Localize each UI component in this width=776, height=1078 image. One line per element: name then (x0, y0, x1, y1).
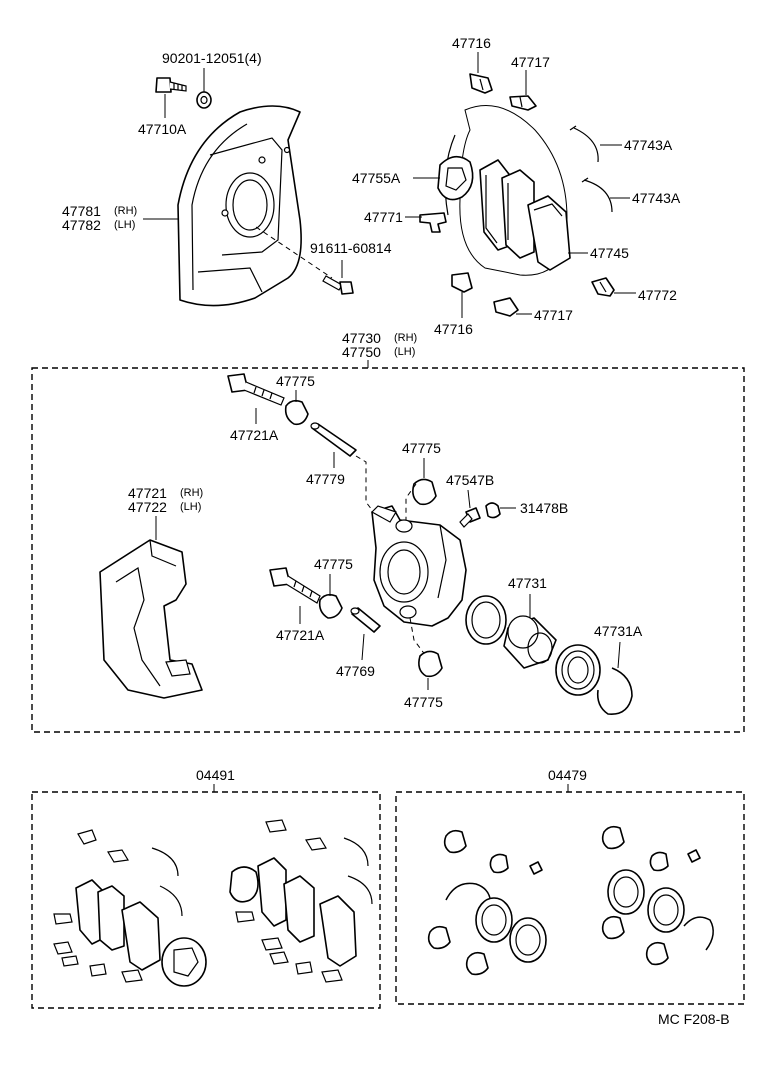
anti-squeal-spring-2-icon (583, 179, 613, 213)
piston-seal-icon (465, 595, 507, 645)
label-caliper-lh-tag: (LH) (394, 346, 415, 358)
label-piston-seal: 47731 (508, 575, 547, 591)
label-pad-kit: 04491 (196, 767, 235, 783)
label-boot-3: 47775 (314, 556, 353, 572)
label-pad: 47745 (590, 245, 629, 261)
brake-pad-outer (501, 169, 535, 259)
label-boot-4: 47775 (404, 694, 443, 710)
bleeder-cap-icon (485, 502, 501, 519)
pad-assembly: 47716 47717 47743A 47743A 47755A 47771 4… (352, 35, 681, 337)
label-mounting-rh-tag: (RH) (180, 487, 203, 499)
label-clip-bottom2: 47717 (534, 307, 573, 323)
label-mounting-lh-tag: (LH) (180, 501, 201, 513)
label-slide-pin-1: 47779 (306, 471, 345, 487)
caliper-mounting-bracket (99, 539, 203, 699)
pin-boot-3-icon (318, 593, 343, 619)
pin-boot-4-icon (418, 650, 443, 678)
pin-bolt-2-icon (269, 567, 321, 604)
slide-pin-icon (310, 422, 357, 457)
spring-plate-icon (591, 277, 615, 297)
bleeder-plug-icon (459, 507, 481, 528)
label-ring: 47731A (594, 623, 643, 639)
cylinder-kit-parts (427, 825, 714, 976)
label-mounting-lh: 47722 (128, 499, 167, 515)
label-pin-bolt-1: 47721A (230, 427, 279, 443)
label-clip-top2: 47717 (511, 54, 550, 70)
label-pin-bolt-2: 47721A (276, 627, 325, 643)
label-anti-squeal-1: 47743A (624, 137, 673, 153)
anti-squeal-shim-icon (527, 195, 571, 271)
pad-kit-frame (31, 791, 381, 1009)
clip-bottom2-icon (493, 297, 519, 317)
cover-bolt-icon (322, 275, 354, 295)
label-dust-cover-lh: 47782 (62, 217, 101, 233)
retaining-ring-icon (596, 667, 633, 715)
pin-boot-2-icon (412, 478, 437, 506)
label-indicator: 47771 (364, 209, 403, 225)
label-clip-bottom: 47716 (434, 321, 473, 337)
dust-cover-hub-hole (225, 172, 275, 238)
label-slide-pin-2: 47769 (336, 663, 375, 679)
wear-indicator-icon (419, 212, 447, 233)
piston-boot-icon (555, 644, 601, 696)
label-caliper-rh: 47730 (342, 330, 381, 346)
slide-pin-2-icon (350, 607, 381, 633)
label-bleeder: 47547B (446, 472, 494, 488)
piston-icon (503, 615, 557, 669)
label-rh-tag: (RH) (114, 205, 137, 217)
label-cylinder-kit: 04479 (548, 767, 587, 783)
label-bolt-partno: 90201-12051(4) (162, 50, 262, 66)
label-mounting-rh: 47721 (128, 485, 167, 501)
caliper-body (371, 505, 467, 627)
caliper-assembly: 47775 47721A 47779 47775 47547B 31478B 4… (99, 373, 643, 715)
pad-kit-parts (53, 819, 373, 987)
label-cover-bolt: 91611-60814 (310, 240, 392, 256)
footer-code: MC F208-B (658, 1011, 730, 1027)
label-bleeder-cap: 31478B (520, 500, 568, 516)
shim-icon (437, 155, 474, 201)
label-caliper-rh-tag: (RH) (394, 332, 417, 344)
label-clip-top: 47716 (452, 35, 491, 51)
dust-cover-assembly: 90201-12051(4) 47710A 47781 (RH) 47782 (… (62, 50, 392, 307)
label-boot-2: 47775 (402, 440, 441, 456)
label-caliper-lh: 47750 (342, 344, 381, 360)
bolt-icon (155, 77, 187, 93)
clip-bottom-icon (451, 272, 473, 293)
label-boot-1: 47775 (276, 373, 315, 389)
label-lh-tag: (LH) (114, 219, 135, 231)
label-shim: 47755A (352, 170, 401, 186)
pin-boot-icon (284, 399, 309, 426)
anti-squeal-spring-icon (573, 127, 599, 163)
caliper-group-frame (31, 367, 745, 733)
clip-top-icon (469, 73, 493, 94)
label-anti-squeal-2: 47743A (632, 190, 681, 206)
label-bolt: 47710A (138, 121, 187, 137)
label-dust-cover-rh: 47781 (62, 203, 101, 219)
cylinder-kit-frame (395, 791, 745, 1005)
pin-bolt-icon (227, 373, 285, 406)
label-spring-plate: 47772 (638, 287, 677, 303)
clip-top2-icon (509, 95, 537, 111)
